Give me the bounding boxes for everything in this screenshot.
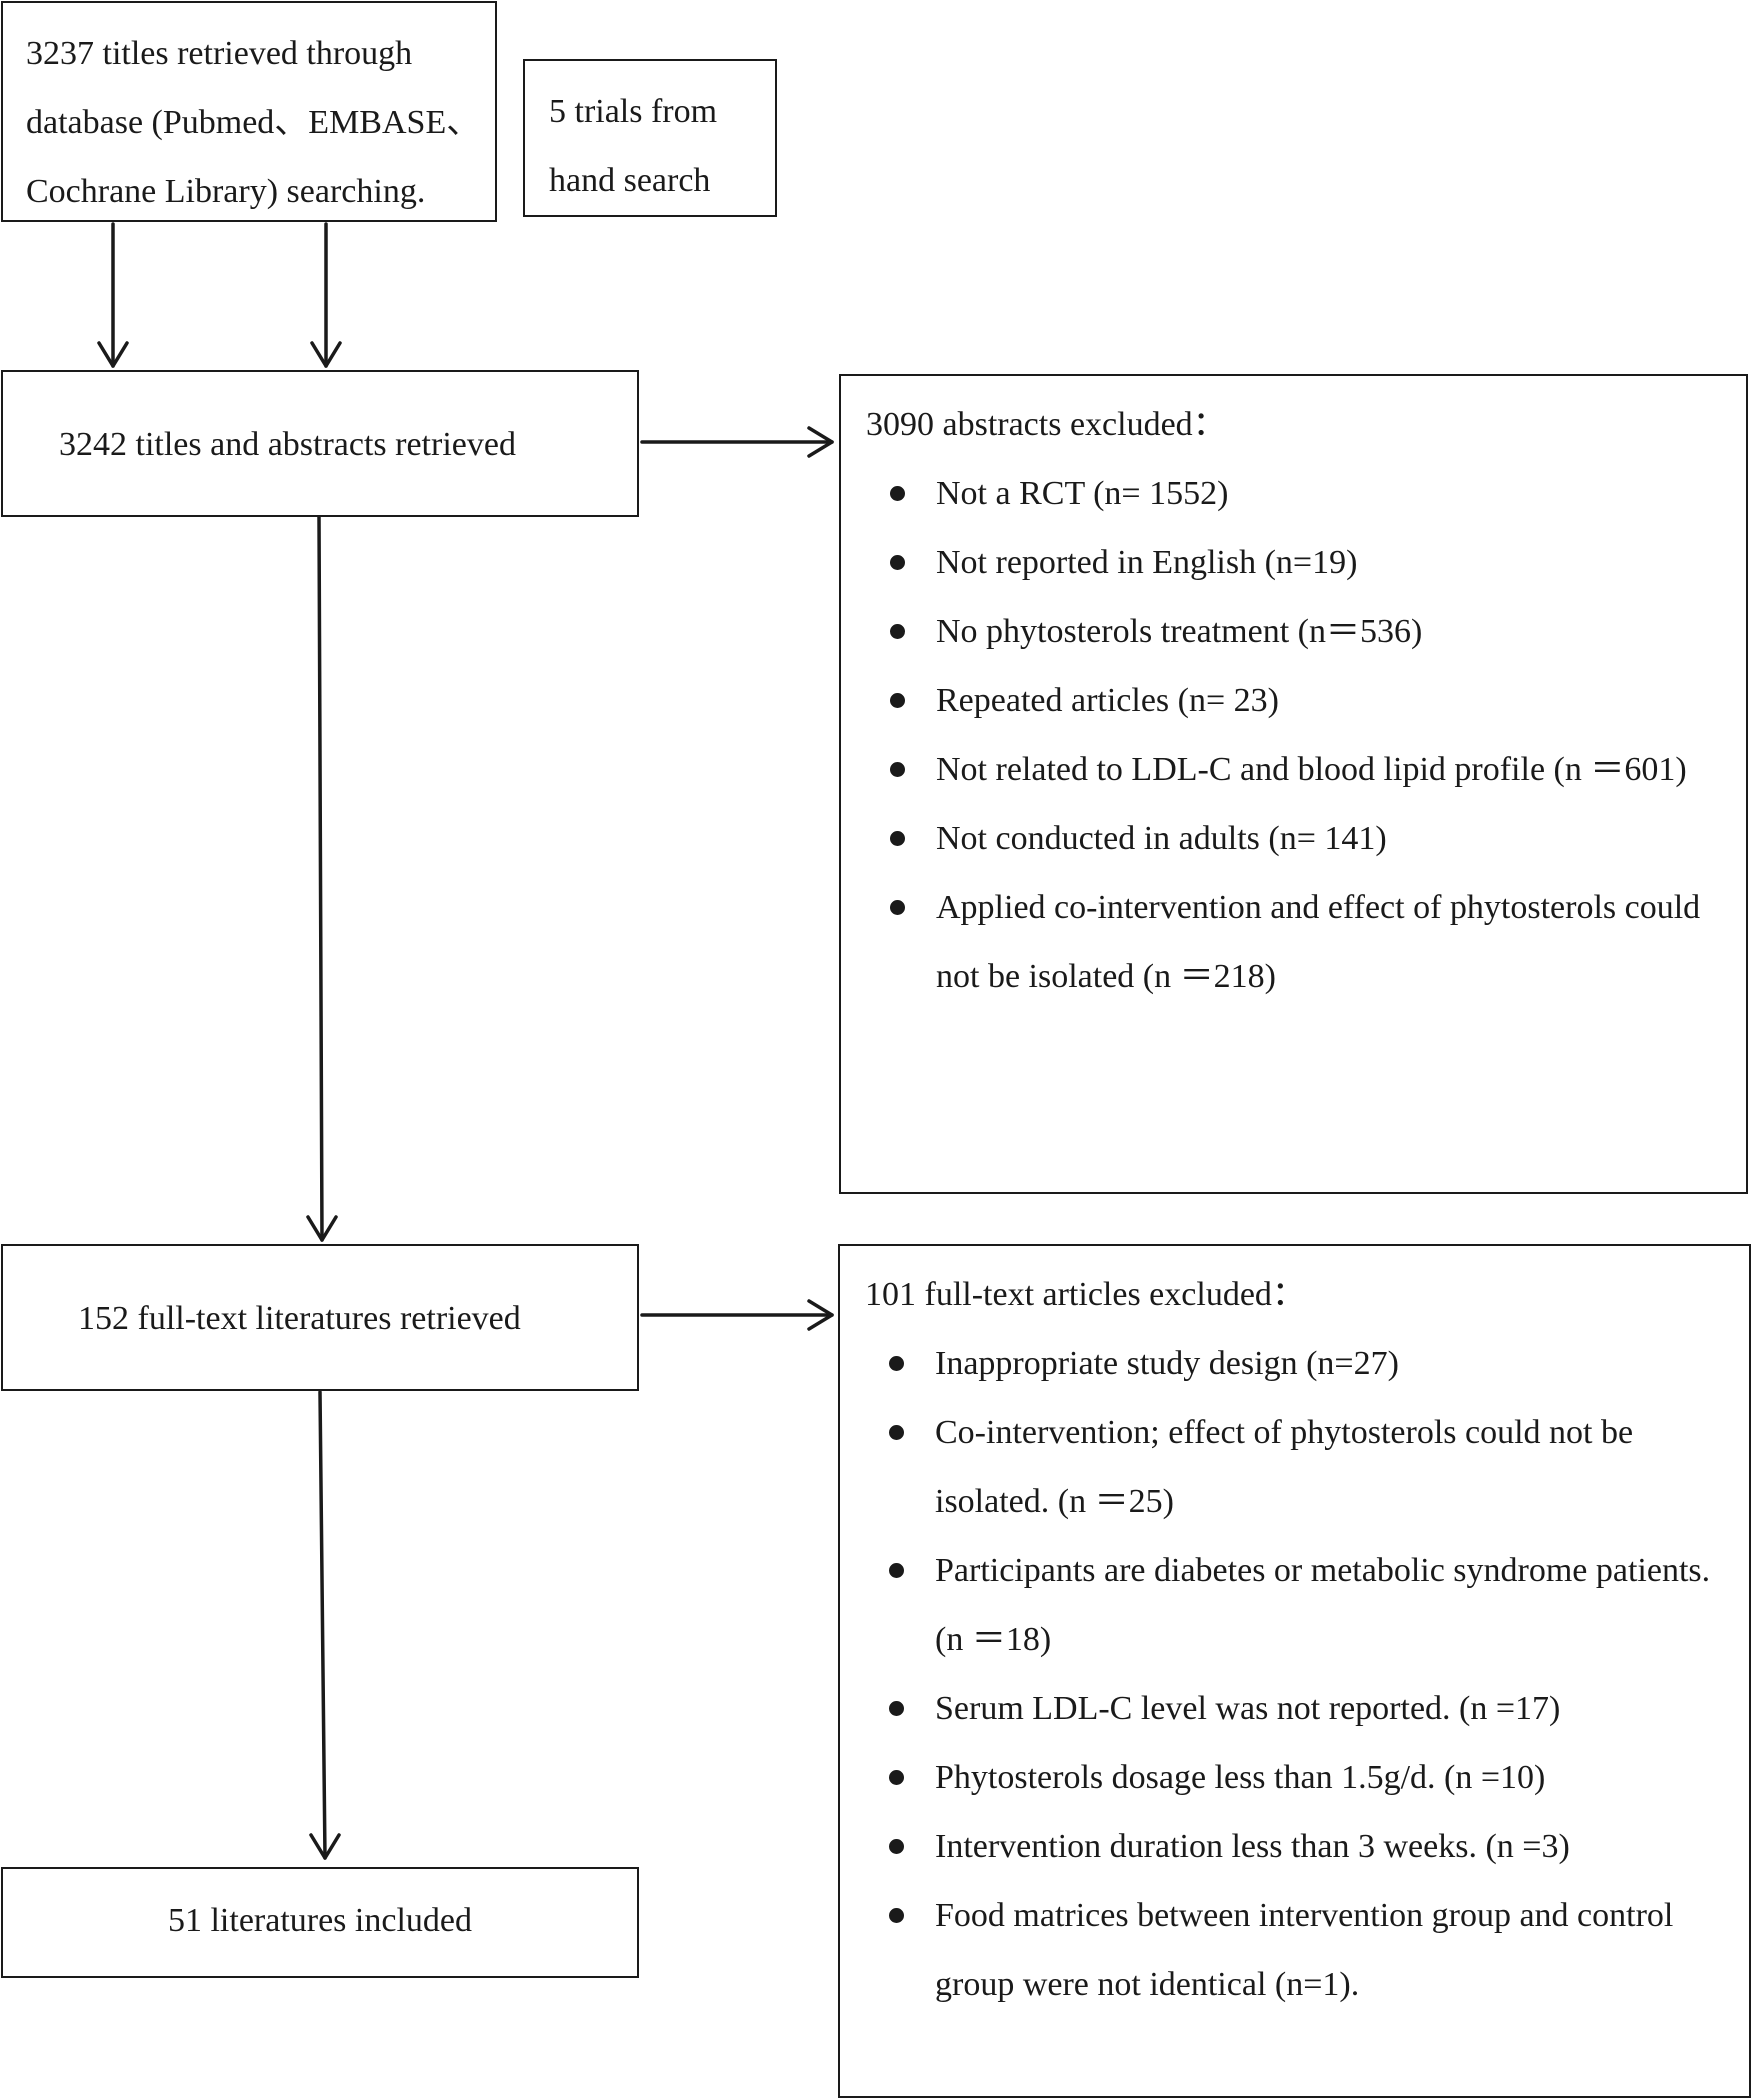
bullet-icon bbox=[889, 1356, 904, 1371]
list-item: Co-intervention; effect of phytosterols … bbox=[865, 1398, 1715, 1536]
list-item: Food matrices between intervention group… bbox=[865, 1881, 1715, 2019]
list-item: Intervention duration less than 3 weeks.… bbox=[865, 1812, 1715, 1881]
bullet-icon bbox=[889, 1770, 904, 1785]
list-item: Phytosterols dosage less than 1.5g/d. (n… bbox=[865, 1743, 1715, 1812]
bullet-icon bbox=[890, 762, 905, 777]
identification-line-1: 3237 titles retrieved through bbox=[26, 35, 413, 72]
bullet-icon bbox=[889, 1701, 904, 1716]
arrow-eligibility-to-included bbox=[309, 1390, 341, 1860]
list-item: Repeated articles (n= 23) bbox=[866, 666, 1736, 735]
hand-search-line-1: 5 trials from bbox=[549, 93, 718, 130]
arrow-screening-to-eligibility bbox=[306, 514, 338, 1242]
bullet-icon bbox=[889, 1908, 904, 1923]
list-item: Applied co-intervention and effect of ph… bbox=[866, 873, 1736, 1011]
included-text: 51 literatures included bbox=[167, 1902, 472, 1939]
included-box: 51 literatures included bbox=[1, 1867, 639, 1978]
abstract-exclusion-list: Not a RCT (n= 1552) Not reported in Engl… bbox=[866, 459, 1736, 1011]
list-item: Inappropriate study design (n=27) bbox=[865, 1329, 1715, 1398]
fulltext-exclusion-list: Inappropriate study design (n=27) Co-int… bbox=[865, 1329, 1715, 2019]
arrow-database-to-screening-2 bbox=[310, 222, 342, 368]
abstract-exclusion-title: 3090 abstracts excluded： bbox=[866, 406, 1227, 443]
bullet-icon bbox=[889, 1425, 904, 1440]
bullet-icon bbox=[890, 900, 905, 915]
list-item: No phytosterols treatment (n＝536) bbox=[866, 597, 1736, 666]
bullet-icon bbox=[890, 831, 905, 846]
abstract-exclusion-box: 3090 abstracts excluded： Not a RCT (n= 1… bbox=[839, 374, 1748, 1194]
identification-line-3: Cochrane Library) searching. bbox=[26, 173, 426, 210]
list-item: Not conducted in adults (n= 141) bbox=[866, 804, 1736, 873]
arrow-database-to-screening bbox=[97, 222, 129, 368]
bullet-icon bbox=[890, 555, 905, 570]
eligibility-text: 152 full-text literatures retrieved bbox=[78, 1300, 521, 1337]
identification-line-2: database (Pubmed、EMBASE、 bbox=[26, 104, 481, 141]
hand-search-box: 5 trials from hand search bbox=[523, 59, 777, 217]
screening-box: 3242 titles and abstracts retrieved bbox=[1, 370, 639, 517]
bullet-icon bbox=[890, 693, 905, 708]
list-item: Participants are diabetes or metabolic s… bbox=[865, 1536, 1715, 1674]
fulltext-exclusion-box: 101 full-text articles excluded： Inappro… bbox=[838, 1244, 1751, 2098]
fulltext-exclusion-title: 101 full-text articles excluded： bbox=[865, 1276, 1306, 1313]
list-item: Not reported in English (n=19) bbox=[866, 528, 1736, 597]
arrow-screening-to-abstract-exclusion bbox=[640, 426, 834, 458]
screening-text: 3242 titles and abstracts retrieved bbox=[59, 426, 516, 463]
arrow-eligibility-to-fulltext-exclusion bbox=[640, 1299, 834, 1331]
identification-box: 3237 titles retrieved through database (… bbox=[1, 1, 497, 222]
list-item: Serum LDL-C level was not reported. (n =… bbox=[865, 1674, 1715, 1743]
list-item: Not related to LDL-C and blood lipid pro… bbox=[866, 735, 1736, 804]
hand-search-line-2: hand search bbox=[549, 162, 711, 199]
bullet-icon bbox=[890, 486, 905, 501]
list-item: Not a RCT (n= 1552) bbox=[866, 459, 1736, 528]
bullet-icon bbox=[889, 1839, 904, 1854]
bullet-icon bbox=[889, 1563, 904, 1578]
bullet-icon bbox=[890, 624, 905, 639]
eligibility-box: 152 full-text literatures retrieved bbox=[1, 1244, 639, 1391]
